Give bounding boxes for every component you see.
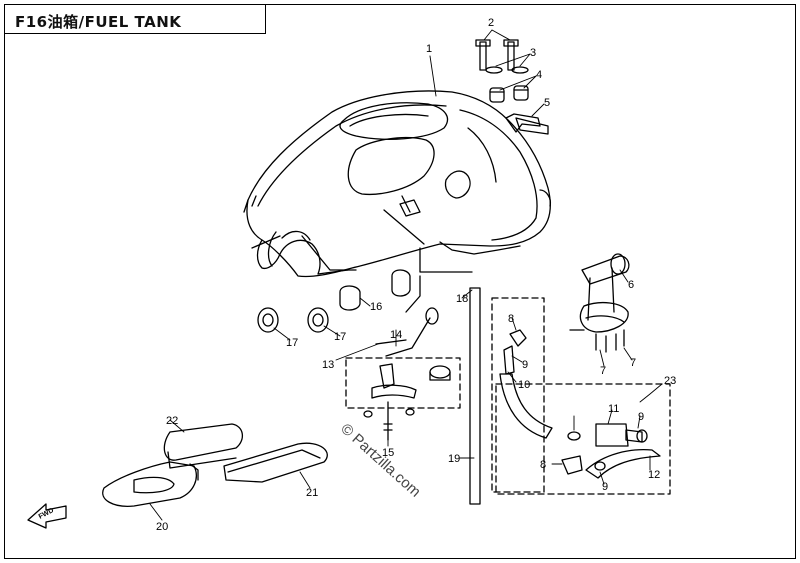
callout-9a: 9: [522, 359, 528, 371]
leader-lines: [149, 29, 663, 521]
callout-15: 15: [382, 447, 394, 459]
callout-23: 23: [664, 375, 676, 387]
fuel-sensor-assembly: [345, 307, 461, 441]
mount-bracket: [505, 113, 541, 133]
callout-12: 12: [648, 469, 660, 481]
callout-9c: 9: [602, 481, 608, 493]
callout-6: 6: [628, 279, 634, 291]
watermark: © Partzilla.com: [337, 420, 423, 500]
callout-5: 5: [544, 97, 550, 109]
callout-7a: 7: [600, 365, 606, 377]
callout-17a: 17: [286, 337, 298, 349]
callout-3: 3: [530, 47, 536, 59]
callout-8b: 8: [540, 459, 546, 471]
callout-1: 1: [426, 43, 432, 55]
callout-16: 16: [370, 301, 382, 313]
fuel-tank: [243, 90, 552, 278]
callout-8a: 8: [508, 313, 514, 325]
callout-2: 2: [488, 17, 494, 29]
callout-19: 19: [448, 453, 460, 465]
callout-4: 4: [536, 69, 542, 81]
callout-13: 13: [322, 359, 334, 371]
fuel-line-assembly: [491, 297, 671, 495]
drain-tube: [405, 247, 481, 505]
bolts-washers: [475, 39, 529, 103]
title-box: F16油箱/FUEL TANK: [4, 4, 266, 34]
fuel-pump-assembly: [569, 253, 630, 353]
callout-10: 10: [518, 379, 530, 391]
callout-7b: 7: [630, 357, 636, 369]
callout-17b: 17: [334, 331, 346, 343]
callout-9b: 9: [638, 411, 644, 423]
diagram-title: F16油箱/FUEL TANK: [15, 13, 182, 31]
callout-14: 14: [390, 329, 402, 341]
tank-pads: [102, 423, 328, 507]
callout-21: 21: [306, 487, 318, 499]
callout-11: 11: [608, 403, 619, 415]
fwd-arrow-icon: [27, 503, 67, 529]
callout-22: 22: [166, 415, 178, 427]
callout-20: 20: [156, 521, 168, 533]
callout-18: 18: [456, 293, 468, 305]
callouts: 1 2 3 4 5 6 7 7 8 9 10 11 9 8 9 12 23 13…: [156, 17, 676, 533]
rubber-mounts: [257, 269, 411, 333]
